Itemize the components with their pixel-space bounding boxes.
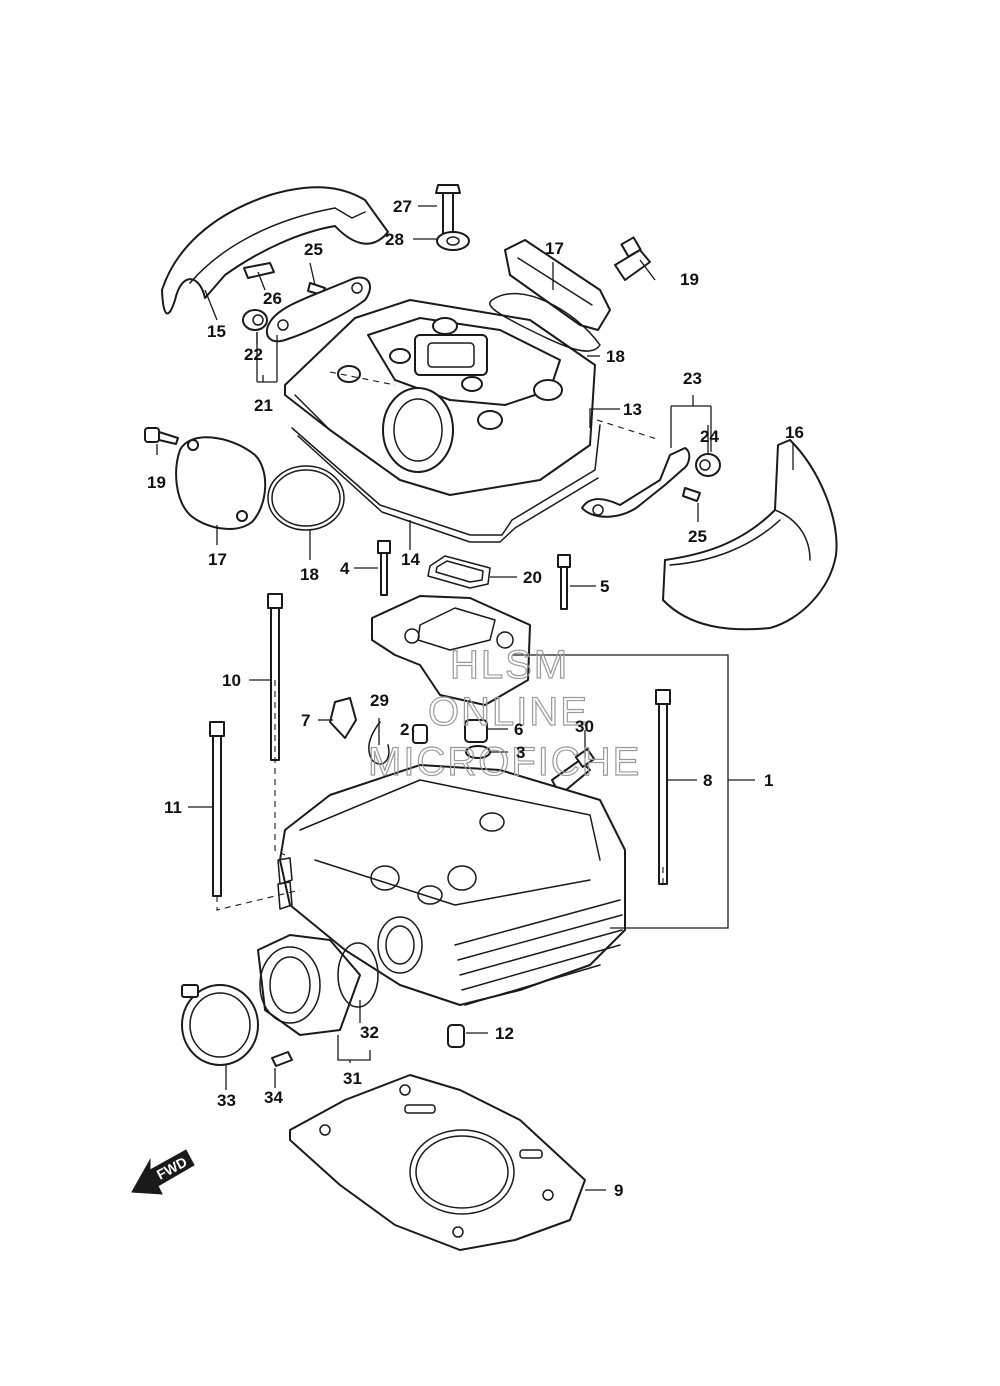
callout-22: 22	[244, 345, 263, 364]
callout-5: 5	[600, 577, 609, 596]
callout-10: 10	[222, 671, 241, 690]
callout-17-upper: 17	[545, 239, 564, 258]
callout-18-upper: 18	[606, 347, 625, 366]
leader-lines	[156, 205, 794, 1191]
callout-4: 4	[340, 559, 350, 578]
callout-34: 34	[264, 1088, 283, 1107]
callout-1: 1	[764, 771, 773, 790]
callout-20: 20	[523, 568, 542, 587]
head-gasket	[289, 1074, 586, 1251]
callout-31: 31	[343, 1069, 362, 1088]
head-cover-gasket	[291, 424, 601, 543]
watermark-line-2: ONLINE	[428, 690, 589, 734]
side-cover-left	[161, 186, 389, 315]
hardware-upper	[144, 184, 721, 518]
callout-18-left: 18	[300, 565, 319, 584]
callout-21: 21	[254, 396, 273, 415]
callout-33: 33	[217, 1091, 236, 1110]
inspection-cap-upper	[489, 239, 611, 352]
fwd-direction-arrow: FWD	[131, 1149, 195, 1195]
callout-29: 29	[370, 691, 389, 710]
callout-9: 9	[614, 1181, 623, 1200]
callout-12: 12	[495, 1024, 514, 1043]
callout-25-right: 25	[688, 527, 707, 546]
inspection-cap-left	[175, 436, 345, 531]
watermark-line-1: HLSM	[450, 643, 569, 687]
callout-26: 26	[263, 289, 282, 308]
callout-2: 2	[400, 720, 409, 739]
callout-23: 23	[683, 369, 702, 388]
watermark-line-3: MICROFICHE	[368, 740, 641, 784]
callout-8: 8	[703, 771, 712, 790]
small-parts-mid	[329, 697, 596, 796]
callout-25-left: 25	[304, 240, 323, 259]
cam-holder	[371, 595, 531, 706]
callout-19-left: 19	[147, 473, 166, 492]
side-cover-right	[662, 439, 838, 631]
dowel-pin	[447, 1024, 465, 1048]
callout-3: 3	[516, 743, 525, 762]
callout-28: 28	[385, 230, 404, 249]
callout-24: 24	[700, 427, 719, 446]
callout-30: 30	[575, 717, 594, 736]
head-cover	[284, 299, 596, 496]
callout-15: 15	[207, 322, 226, 341]
callout-16: 16	[785, 423, 804, 442]
cam-cover-gasket	[427, 555, 491, 589]
callout-6: 6	[514, 720, 523, 739]
callout-13: 13	[623, 400, 642, 419]
callout-14: 14	[401, 550, 420, 569]
watermark: HLSM ONLINE MICROFICHE	[367, 642, 641, 784]
callout-19-upper: 19	[680, 270, 699, 289]
intake-pipe	[181, 934, 379, 1067]
callout-17-left: 17	[208, 550, 227, 569]
callout-7: 7	[301, 711, 310, 730]
callout-32: 32	[360, 1023, 379, 1042]
callout-numbers: 1 2 3 4 5 6 7 8 9 10 11 12 13 14 15 16 1…	[147, 197, 804, 1200]
callout-27: 27	[393, 197, 412, 216]
callout-11: 11	[164, 798, 182, 817]
